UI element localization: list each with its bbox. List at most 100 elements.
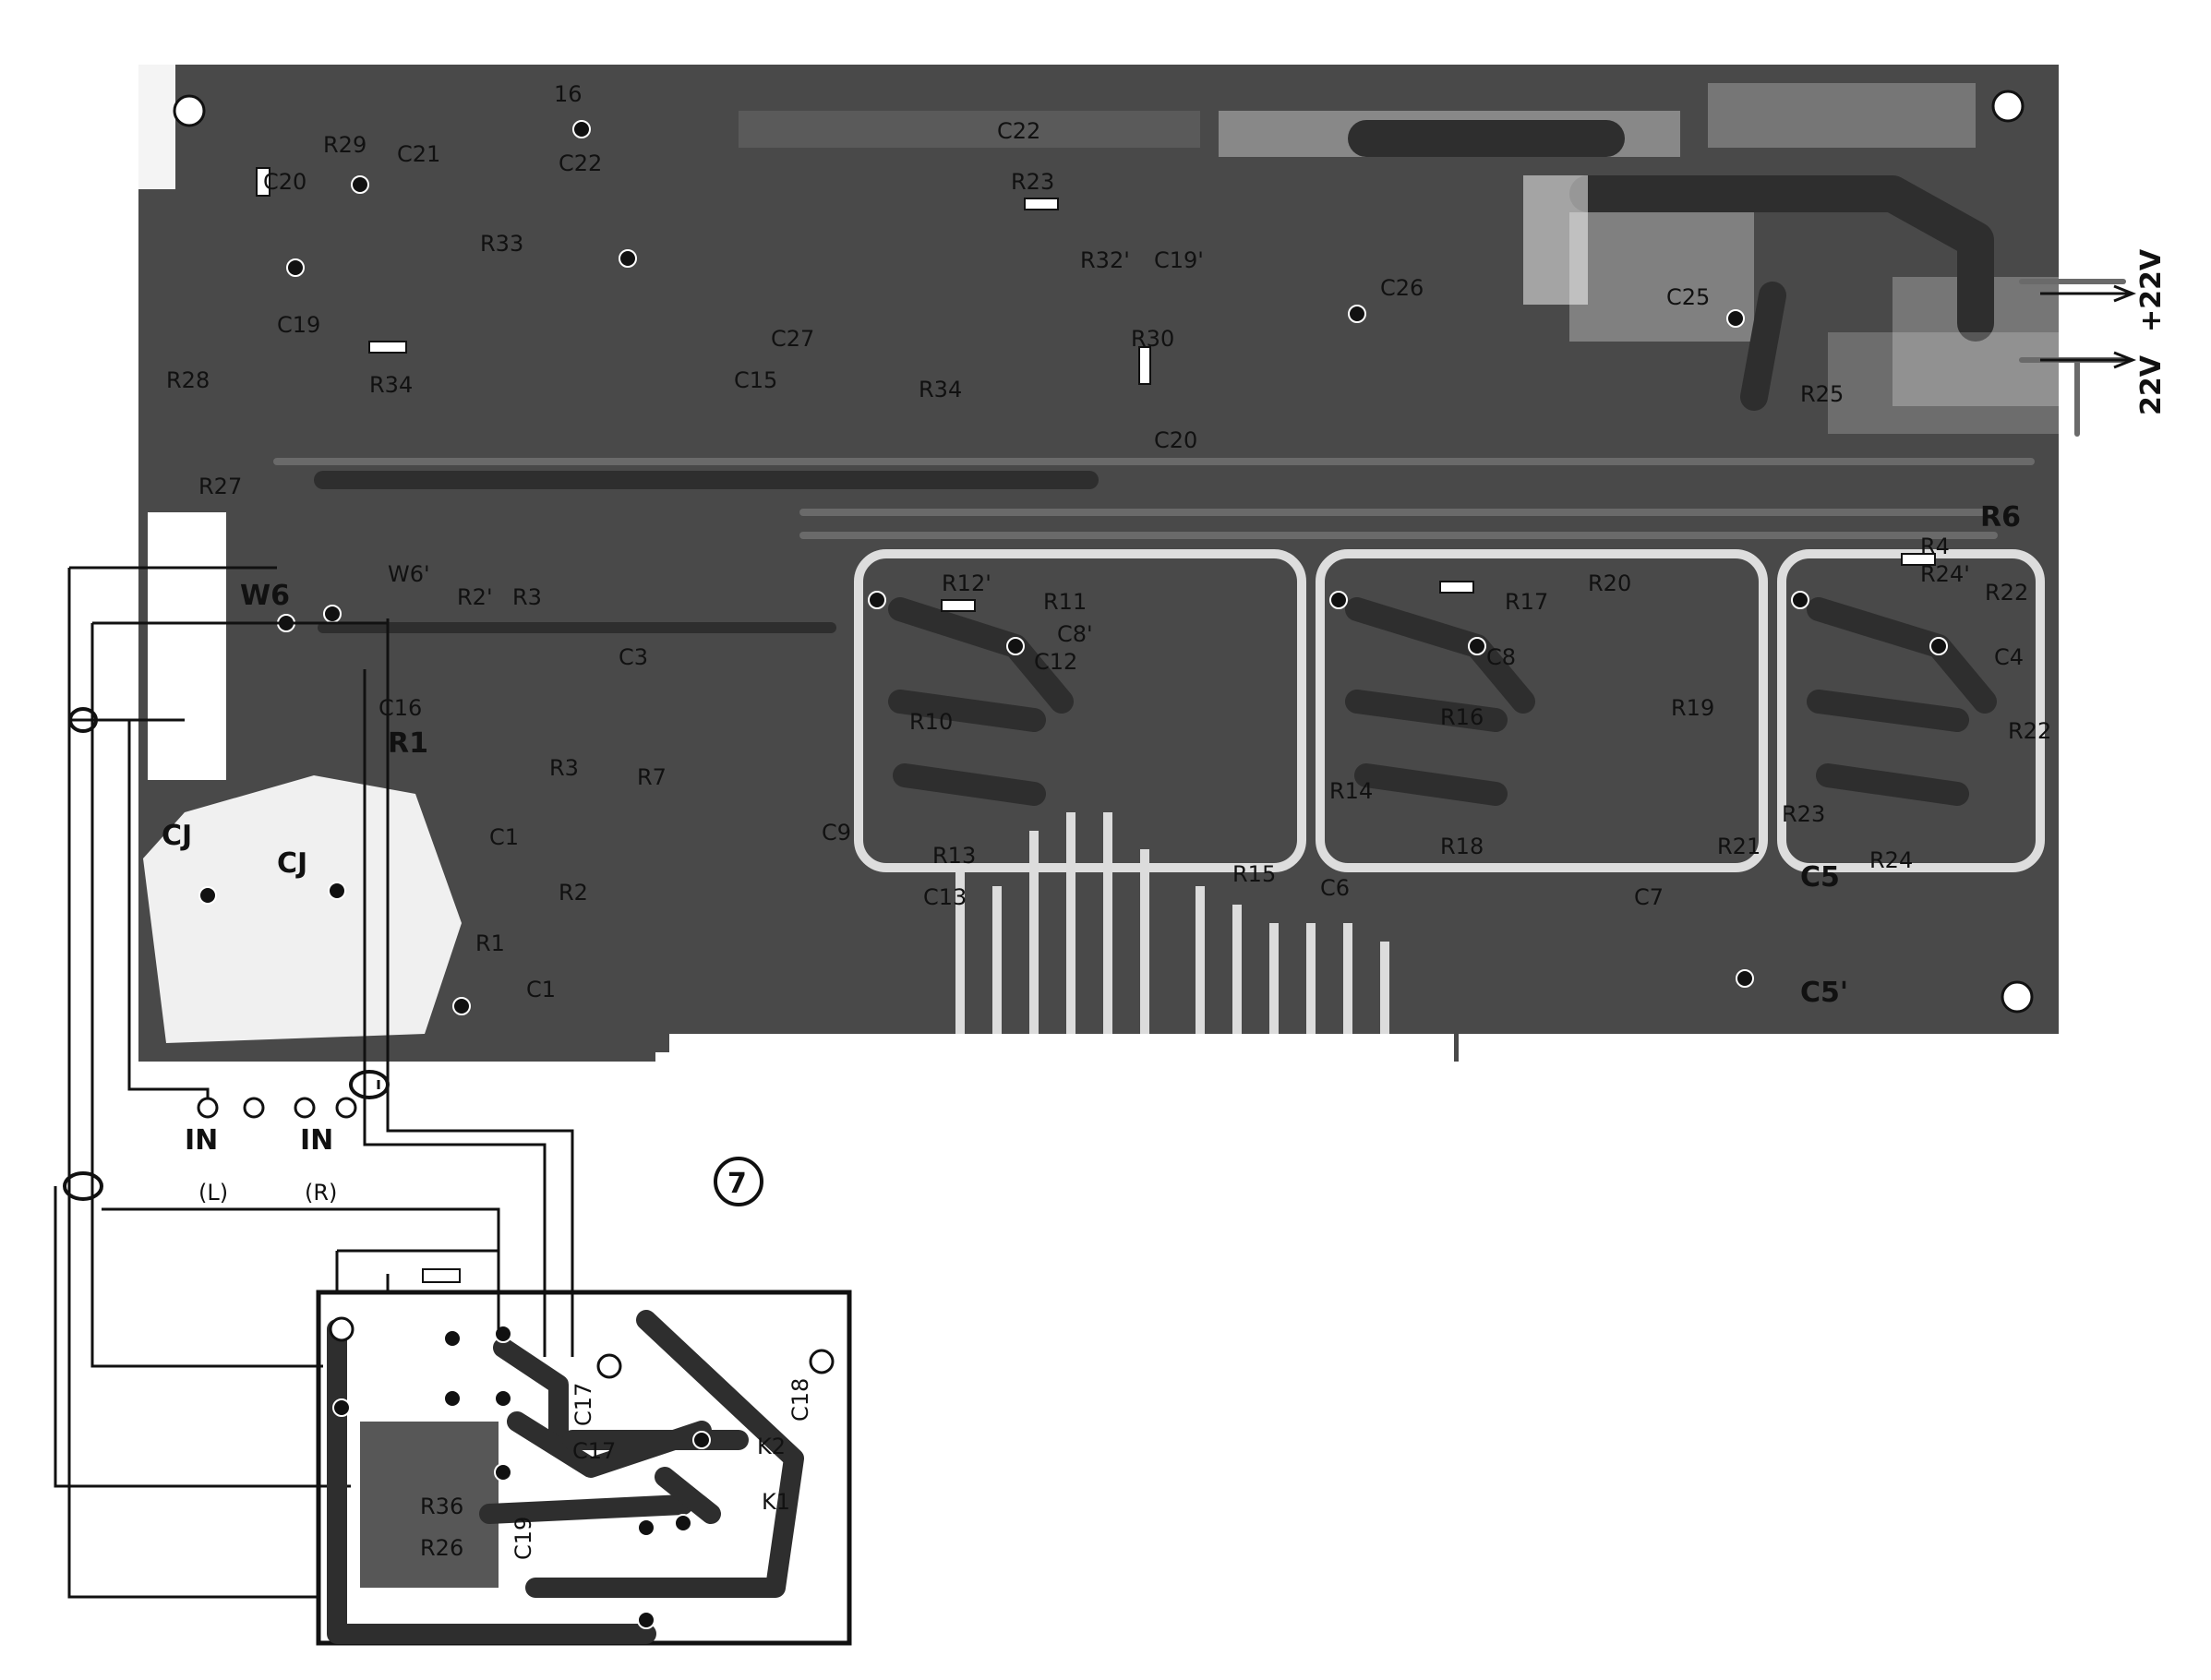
mounting-hole	[809, 1349, 835, 1374]
component-label: R23	[1011, 169, 1054, 195]
component-label: R1	[388, 727, 428, 760]
component-label: R17	[1505, 589, 1548, 615]
component-label: R29	[323, 132, 366, 158]
component-label: C21	[397, 141, 440, 167]
component-label: R32'	[1080, 247, 1130, 273]
component-label: C12	[1034, 649, 1077, 675]
component-label: R28	[166, 367, 210, 393]
input-terminal	[294, 1097, 316, 1119]
trimmer-resistor	[422, 1268, 461, 1283]
figure-number: 7	[714, 1157, 763, 1206]
mounting-hole	[1991, 90, 2025, 123]
component-label: C8'	[1057, 621, 1093, 647]
component-label: R33	[480, 231, 523, 257]
mounting-hole	[2001, 980, 2034, 1014]
component-label: R15	[1232, 861, 1276, 887]
component-label: C25	[1666, 284, 1710, 310]
component-label: R3	[549, 755, 579, 781]
edge-traces	[955, 812, 1389, 1034]
component-label: C17	[572, 1438, 616, 1464]
component-label: K2	[757, 1434, 786, 1459]
component-label: C26	[1380, 275, 1424, 301]
component-label: R24	[1869, 847, 1913, 873]
component-label: C5'	[1800, 977, 1848, 1009]
component-label: C1	[489, 824, 519, 850]
component-label: C7	[1634, 884, 1664, 910]
component-label: R36	[420, 1494, 463, 1519]
main-board: 16 R29 C21 C20 C22 C22 R23 R32' C19' C26…	[138, 65, 2168, 1062]
component-label: W6'	[388, 561, 430, 587]
component-label: R14	[1329, 778, 1373, 804]
component-label: R3	[512, 584, 542, 610]
component-label: C19'	[1154, 247, 1204, 273]
component-label: C3	[619, 644, 648, 670]
component-label: C6	[1320, 875, 1350, 901]
component-label: R4	[1920, 534, 1950, 559]
component-label: R13	[932, 843, 976, 869]
channel-label-left: (L)	[198, 1180, 228, 1206]
component-label: C17	[571, 1383, 596, 1426]
main-board-labels: 16 R29 C21 C20 C22 C22 R23 R32' C19' C26…	[162, 81, 2051, 1009]
component-label: R2'	[457, 584, 493, 610]
component-label: C16	[379, 695, 422, 721]
component-label: R26	[420, 1535, 463, 1561]
component-label: R22	[1985, 580, 2028, 606]
component-label: K1	[762, 1489, 790, 1515]
component-label: C13	[923, 884, 967, 910]
component-label: C27	[771, 326, 814, 352]
component-label: C19	[511, 1517, 536, 1560]
component-label: R23	[1782, 801, 1825, 827]
supply-label-positive: +22V	[2135, 248, 2168, 332]
component-label: R7	[637, 764, 667, 790]
component-label: R12'	[942, 570, 991, 596]
component-label: R11	[1043, 589, 1087, 615]
component-label: C22	[559, 150, 602, 176]
component-label: 16	[554, 81, 583, 107]
filter-section-3	[1777, 549, 2045, 872]
component-label: R2	[559, 880, 588, 906]
component-label: R1	[475, 930, 505, 956]
mounting-hole	[596, 1353, 622, 1379]
component-label: R10	[909, 709, 953, 735]
component-label: R20	[1588, 570, 1631, 596]
figure-number-text: 7	[727, 1168, 747, 1200]
component-label: R21	[1717, 834, 1760, 859]
component-label: C19	[277, 312, 320, 338]
component-label: R34	[369, 372, 413, 398]
supply-label-negative: 22V	[2135, 354, 2168, 415]
component-label: C1	[526, 977, 556, 1002]
component-label: C9	[822, 820, 851, 846]
input-terminal	[243, 1097, 265, 1119]
component-label: C15	[734, 367, 777, 393]
component-label: R22	[2008, 718, 2051, 744]
input-label-left: IN	[185, 1124, 218, 1157]
component-label: W6	[240, 580, 290, 612]
component-label: R34	[919, 377, 962, 402]
mounting-hole	[173, 94, 206, 127]
resistor-bodies	[256, 167, 1936, 612]
input-label-right: IN	[300, 1124, 333, 1157]
input-terminal	[335, 1097, 357, 1119]
component-label: R27	[198, 474, 242, 499]
component-label: CJ	[162, 820, 192, 852]
sub-board: C18 C17 K2 K1 R36 R26 C19 C17	[316, 1249, 852, 1646]
component-label: C20	[263, 169, 306, 195]
component-label: C18	[787, 1378, 813, 1422]
component-label: R19	[1671, 695, 1714, 721]
input-terminal	[197, 1097, 219, 1119]
component-label: R30	[1131, 326, 1174, 352]
component-label: C22	[997, 118, 1040, 144]
channel-label-right: (R)	[305, 1180, 337, 1206]
component-label: C5	[1800, 861, 1840, 894]
solder-pads	[198, 120, 1948, 1015]
component-label: C20	[1154, 427, 1197, 453]
component-label: R25	[1800, 381, 1844, 407]
component-label: CJ	[277, 847, 307, 880]
filter-section-1	[854, 549, 1306, 872]
component-label: C8	[1486, 644, 1516, 670]
component-label: R6	[1980, 501, 2021, 534]
component-label: R24'	[1920, 561, 1970, 587]
component-label: R18	[1440, 834, 1484, 859]
component-label: R16	[1440, 704, 1484, 730]
